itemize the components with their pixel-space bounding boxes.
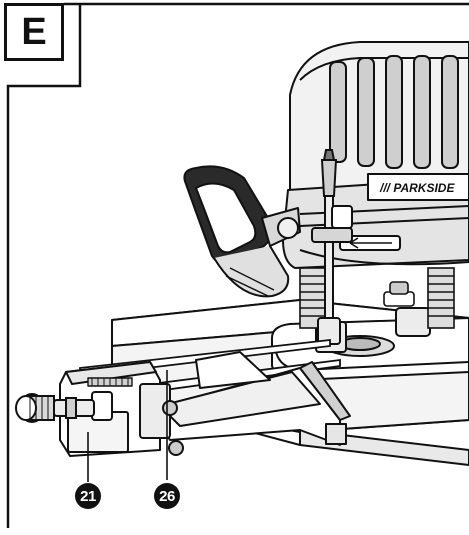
callout-badge: 26 — [154, 483, 180, 509]
section-letter-box: E — [4, 3, 64, 61]
depth-stop-rod — [311, 149, 353, 345]
brand-label: /// PARKSIDE — [379, 181, 455, 195]
figure-frame — [6, 2, 469, 528]
callout-badge: 21 — [75, 483, 101, 509]
router-handle — [183, 165, 301, 298]
callout-number: 26 — [159, 487, 175, 505]
parallel-guide — [149, 351, 351, 446]
leader-lines — [87, 370, 168, 482]
callout-number: 21 — [80, 487, 96, 505]
router-motor-housing — [282, 41, 469, 269]
adjustment-knob — [15, 393, 95, 423]
section-letter: E — [21, 11, 47, 53]
